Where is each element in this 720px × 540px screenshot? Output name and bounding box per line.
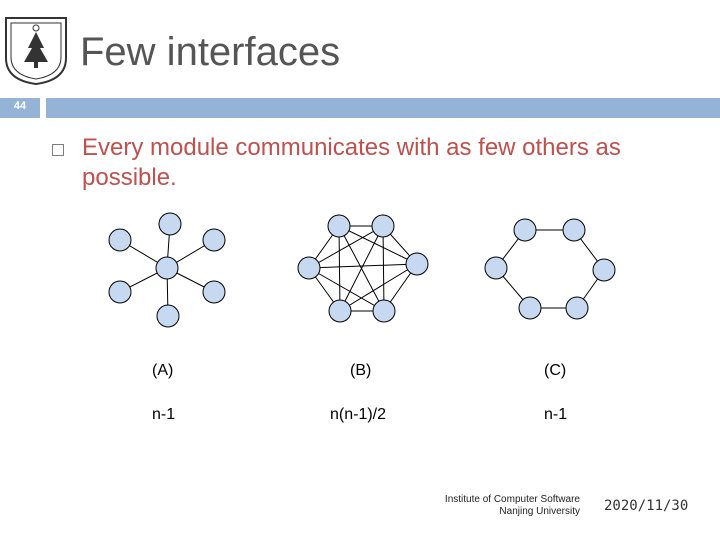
bullet-square-icon [52, 144, 64, 156]
diagram-c-count: n-1 [544, 406, 568, 423]
footer-institute-line1: Institute of Computer Software [444, 494, 580, 505]
footer-date: 2020/11/30 [604, 498, 689, 514]
diagram-a-count: n-1 [152, 406, 176, 423]
page-number-band [0, 98, 40, 118]
diagram-a-label: (A) [152, 362, 174, 379]
page-number: 44 [13, 100, 27, 112]
slide-title: Few interfaces [80, 30, 341, 74]
diagram-b-label: (B) [350, 362, 372, 379]
diagram-b-count: n(n-1)/2 [330, 406, 387, 423]
diagram-c-label: (C) [544, 362, 567, 379]
title-separator-band [46, 98, 720, 118]
diagram-c-ring [484, 218, 616, 320]
diagram-b-complete [297, 214, 429, 323]
footer-institute: Institute of Computer Software Nanjing U… [400, 494, 580, 518]
university-seal-logo [5, 17, 67, 86]
diagram-a-star [108, 212, 226, 328]
bullet-text: Every module communicates with as few ot… [82, 134, 621, 191]
footer-institute-line2: Nanjing University [499, 506, 580, 517]
